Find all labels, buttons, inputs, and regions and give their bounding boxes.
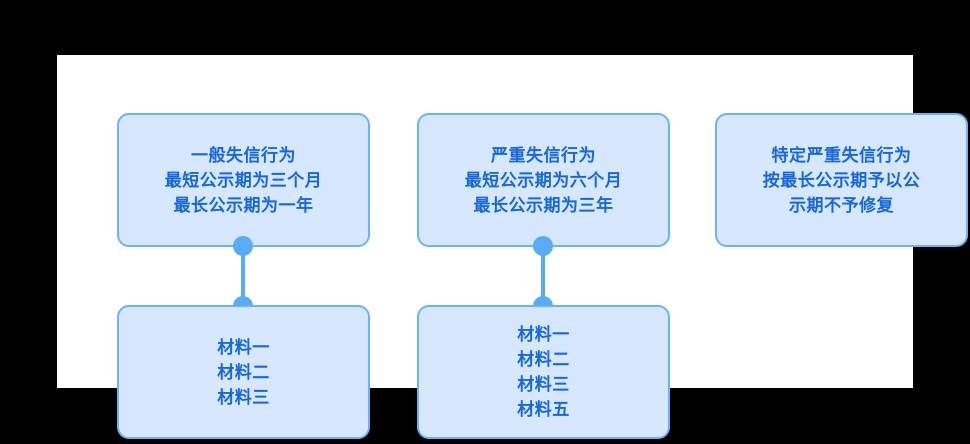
connector-column-1 <box>232 236 254 316</box>
diagram-canvas: 一般失信行为 最短公示期为三个月 最长公示期为一年 严重失信行为 最短公示期为六… <box>57 55 968 439</box>
category-node-general-label: 一般失信行为 最短公示期为三个月 最长公示期为一年 <box>164 145 323 215</box>
connector-line <box>241 245 245 307</box>
category-node-specific-serious-label: 特定严重失信行为 按最长公示期予以公 示期不予修复 <box>762 145 921 215</box>
materials-node-serious-label: 材料一 材料二 材料三 材料五 <box>517 325 570 419</box>
materials-node-general-label: 材料一 材料二 材料三 <box>217 337 270 407</box>
category-node-general[interactable]: 一般失信行为 最短公示期为三个月 最长公示期为一年 <box>117 113 370 247</box>
category-node-specific-serious[interactable]: 特定严重失信行为 按最长公示期予以公 示期不予修复 <box>715 113 968 247</box>
connector-line <box>541 245 545 307</box>
category-node-serious[interactable]: 严重失信行为 最短公示期为六个月 最长公示期为三年 <box>417 113 670 247</box>
materials-node-general[interactable]: 材料一 材料二 材料三 <box>117 305 370 439</box>
materials-node-serious[interactable]: 材料一 材料二 材料三 材料五 <box>417 305 670 439</box>
connector-column-2 <box>532 236 554 316</box>
category-node-serious-label: 严重失信行为 最短公示期为六个月 最长公示期为三年 <box>464 145 623 215</box>
